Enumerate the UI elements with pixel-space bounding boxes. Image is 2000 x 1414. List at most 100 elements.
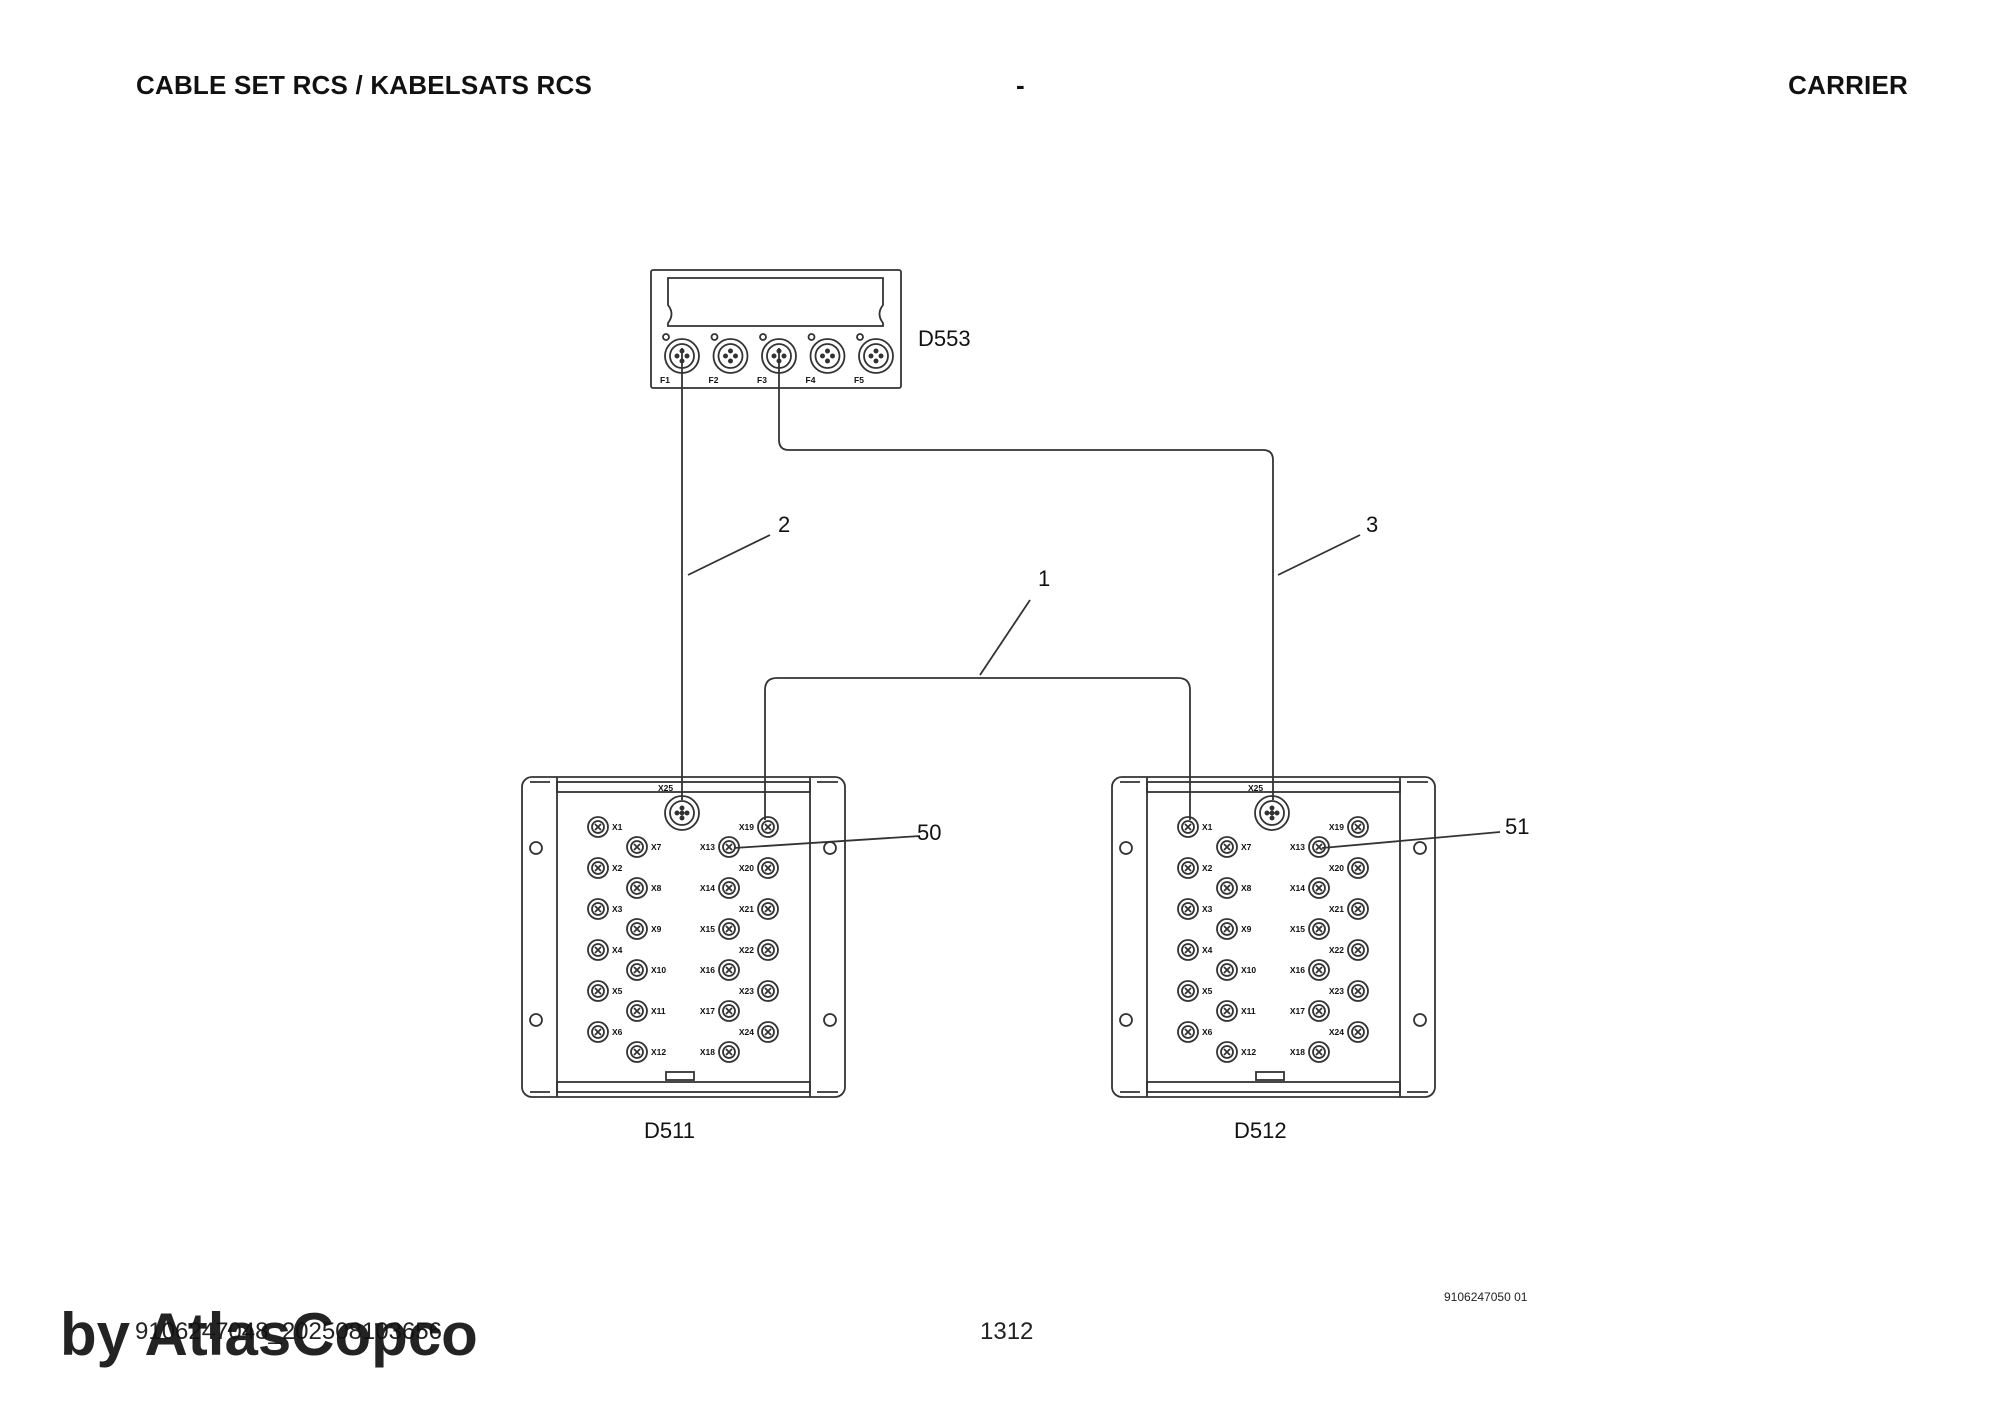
d512-port-label: X23 [1329, 986, 1344, 996]
d512-port-x20: X20 [1329, 857, 1369, 879]
d512-port-x6: X6 [1177, 1021, 1213, 1043]
d511-port-x25 [664, 795, 700, 831]
d511-port-x21: X21 [739, 898, 779, 920]
d511-port-label: X7 [651, 842, 662, 852]
d512-port-label: X15 [1290, 924, 1305, 934]
header-separator: - [1016, 70, 1025, 100]
d512-port-x21: X21 [1329, 898, 1369, 920]
d512-port-x24: X24 [1329, 1021, 1369, 1043]
d512-port-x12: X12 [1216, 1041, 1256, 1063]
header-section: CARRIER [1788, 70, 1908, 100]
d553-port-f4: F4 [806, 333, 846, 385]
watermark-text: by AtlasCopco [60, 1301, 478, 1368]
cable-1 [764, 677, 1191, 820]
d512-port-x11: X11 [1216, 1000, 1256, 1022]
d512-port-x8: X8 [1216, 877, 1252, 899]
d511-port-x4: X4 [587, 939, 623, 961]
leader-51 [1321, 831, 1501, 849]
d512-port-x15: X15 [1290, 918, 1330, 940]
d512-port-label: X13 [1290, 842, 1305, 852]
d512-port-label: X21 [1329, 904, 1344, 914]
d512-port-x14: X14 [1290, 877, 1330, 899]
d553-port-label: F4 [806, 375, 816, 385]
d512-port-label: X16 [1290, 965, 1305, 975]
d512-port-x1: X1 [1177, 816, 1213, 838]
d553-label: D553 [918, 326, 971, 351]
d511-port-label: X9 [651, 924, 662, 934]
d511-port-x19: X19 [739, 816, 779, 838]
d511-port-x8: X8 [626, 877, 662, 899]
d553-port-f5: F5 [854, 333, 894, 385]
d511-port-x15: X15 [700, 918, 740, 940]
d553-port-f3: F3 [757, 333, 797, 385]
d511-port-x20: X20 [739, 857, 779, 879]
d511-port-label: X13 [700, 842, 715, 852]
d511-label: D511 [644, 1118, 695, 1143]
d512-port-label: X14 [1290, 883, 1305, 893]
d512-port-label: X19 [1329, 822, 1344, 832]
d511-port-x12: X12 [626, 1041, 666, 1063]
cable-3 [778, 348, 1274, 800]
d512-port-x7: X7 [1216, 836, 1252, 858]
d511-port-x1: X1 [587, 816, 623, 838]
d512-port-label: X4 [1202, 945, 1213, 955]
d511-port-x5: X5 [587, 980, 623, 1002]
d512-unit: X1X2X3X4X5X6X7X8X9X10X11X12X13X14X15X16X… [1111, 776, 1436, 1098]
header-title: CABLE SET RCS / KABELSATS RCS [136, 70, 593, 100]
d511-port-label: X14 [700, 883, 715, 893]
d512-port-label: X5 [1202, 986, 1213, 996]
d511-port-x10: X10 [626, 959, 666, 981]
d512-port-label: X22 [1329, 945, 1344, 955]
document-number: 9106247048_202508103656 [135, 1318, 442, 1345]
callout-3: 3 [1366, 512, 1378, 537]
d511-port-label: X6 [612, 1027, 623, 1037]
d511-port-label: X10 [651, 965, 666, 975]
d512-port-label: X1 [1202, 822, 1213, 832]
d511-port-label: X12 [651, 1047, 666, 1057]
d553-port-label: F3 [757, 375, 767, 385]
d553-unit: F1 F2 F3 F4 F5 [650, 269, 902, 389]
d511-port-x16: X16 [700, 959, 740, 981]
d511-x25-label: X25 [658, 783, 673, 793]
d511-port-x17: X17 [700, 1000, 740, 1022]
d511-port-x14: X14 [700, 877, 740, 899]
d511-port-label: X19 [739, 822, 754, 832]
callout-50: 50 [917, 820, 941, 845]
d512-port-label: X8 [1241, 883, 1252, 893]
d511-port-x23: X23 [739, 980, 779, 1002]
d512-port-x13: X13 [1290, 836, 1330, 858]
d512-port-label: X18 [1290, 1047, 1305, 1057]
d511-port-label: X15 [700, 924, 715, 934]
d512-port-x19: X19 [1329, 816, 1369, 838]
d512-label: D512 [1234, 1118, 1287, 1143]
d512-port-label: X10 [1241, 965, 1256, 975]
d511-port-label: X18 [700, 1047, 715, 1057]
page-number: 1312 [980, 1318, 1034, 1345]
leader-3 [1277, 534, 1361, 576]
d512-port-x18: X18 [1290, 1041, 1330, 1063]
d512-port-x9: X9 [1216, 918, 1252, 940]
d511-port-label: X16 [700, 965, 715, 975]
callout-51: 51 [1505, 814, 1529, 839]
d511-port-x6: X6 [587, 1021, 623, 1043]
d512-port-label: X24 [1329, 1027, 1344, 1037]
d511-port-label: X24 [739, 1027, 754, 1037]
d512-port-label: X3 [1202, 904, 1213, 914]
d512-port-x5: X5 [1177, 980, 1213, 1002]
callout-2: 2 [778, 512, 790, 537]
d511-port-label: X20 [739, 863, 754, 873]
d511-port-x3: X3 [587, 898, 623, 920]
d512-port-x16: X16 [1290, 959, 1330, 981]
d512-port-label: X20 [1329, 863, 1344, 873]
d553-port-f2: F2 [709, 333, 749, 385]
d553-port-label: F2 [709, 375, 719, 385]
d512-port-x10: X10 [1216, 959, 1256, 981]
d511-port-label: X17 [700, 1006, 715, 1016]
d511-port-label: X8 [651, 883, 662, 893]
d512-port-x23: X23 [1329, 980, 1369, 1002]
d512-port-label: X6 [1202, 1027, 1213, 1037]
d512-port-label: X2 [1202, 863, 1213, 873]
d553-port-label: F1 [660, 375, 670, 385]
drawing-reference: 9106247050 01 [1444, 1290, 1528, 1304]
